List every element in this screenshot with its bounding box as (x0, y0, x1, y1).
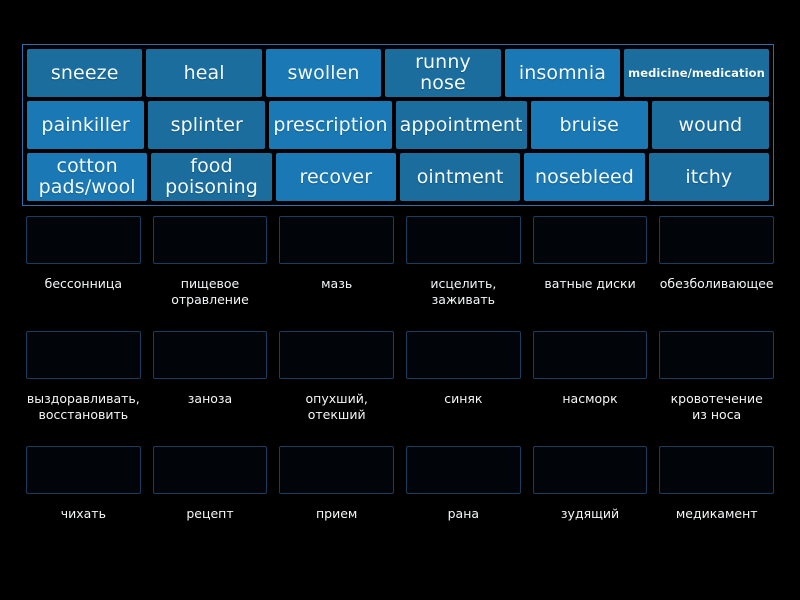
word-tile[interactable]: heal (146, 49, 262, 97)
drop-zone[interactable] (152, 446, 268, 494)
word-tile[interactable]: cotton pads/wool (27, 153, 148, 201)
answer-row: бессонница пищевое отравление мазь исцел… (22, 216, 778, 331)
drop-zone[interactable] (26, 331, 141, 379)
drop-zone[interactable] (659, 216, 775, 264)
answer-label: насморк (562, 391, 618, 406)
drop-zone[interactable] (279, 446, 395, 494)
answer-label: ватные диски (544, 276, 636, 291)
word-tile[interactable]: medicine/medication (624, 49, 769, 97)
word-tile[interactable]: swollen (265, 49, 382, 97)
answer-label: синяк (444, 391, 483, 406)
drop-zone[interactable] (152, 216, 268, 264)
answer-cell: бессонница (22, 216, 145, 331)
answer-cell: медикамент (655, 446, 778, 561)
drop-zone[interactable] (279, 331, 395, 379)
answer-cell: синяк (402, 331, 525, 446)
drop-zone[interactable] (152, 331, 268, 379)
answer-label: пищевое отравление (171, 276, 249, 307)
drop-zone[interactable] (406, 331, 521, 379)
answer-cell: заноза (149, 331, 272, 446)
answer-label: кровотечение из носа (670, 391, 763, 422)
answer-label: чихать (60, 506, 106, 521)
answer-cell: рана (402, 446, 525, 561)
word-tile[interactable]: food poisoning (151, 153, 272, 201)
answer-label: исцелить, заживать (430, 276, 497, 307)
answer-label: рецепт (186, 506, 234, 521)
word-tile[interactable]: painkiller (27, 101, 145, 149)
drop-zone[interactable] (532, 216, 648, 264)
word-tile[interactable]: appointment (395, 101, 527, 149)
answer-cell: ватные диски (529, 216, 652, 331)
word-tile[interactable]: ointment (399, 153, 521, 201)
word-tile[interactable]: prescription (269, 101, 392, 149)
answer-label: зудящий (560, 506, 620, 521)
answer-label: заноза (187, 391, 233, 406)
answer-cell: исцелить, заживать (402, 216, 525, 331)
word-tile[interactable]: wound (651, 101, 770, 149)
answer-label: мазь (321, 276, 353, 291)
answer-row: выздоравливать, восстановить заноза опух… (22, 331, 778, 446)
drop-zone[interactable] (406, 216, 521, 264)
drop-zone[interactable] (26, 216, 141, 264)
drop-zone[interactable] (26, 446, 141, 494)
word-tile[interactable]: insomnia (504, 49, 621, 97)
tile-row: cotton pads/wool food poisoning recover … (27, 153, 769, 201)
answer-cell: кровотечение из носа (655, 331, 778, 446)
drop-zone[interactable] (659, 331, 775, 379)
answer-label: рана (447, 506, 480, 521)
drop-zone[interactable] (532, 446, 648, 494)
word-tile[interactable]: runny nose (385, 49, 501, 97)
answer-cell: чихать (22, 446, 145, 561)
answer-label: медикамент (675, 506, 758, 521)
word-tile-bank: sneeze heal swollen runny nose insomnia … (22, 44, 774, 206)
answer-cell: мазь (275, 216, 398, 331)
answer-label: обезболивающее (659, 276, 774, 291)
tile-row: sneeze heal swollen runny nose insomnia … (27, 49, 769, 97)
answer-cell: прием (275, 446, 398, 561)
word-tile[interactable]: splinter (148, 101, 266, 149)
answer-cell: насморк (529, 331, 652, 446)
answer-grid: бессонница пищевое отравление мазь исцел… (22, 216, 778, 561)
answer-cell: зудящий (529, 446, 652, 561)
answer-cell: обезболивающее (655, 216, 778, 331)
word-tile[interactable]: recover (275, 153, 396, 201)
word-tile[interactable]: sneeze (27, 49, 143, 97)
answer-cell: рецепт (149, 446, 272, 561)
answer-cell: выздоравливать, восстановить (22, 331, 145, 446)
word-tile[interactable]: bruise (530, 101, 648, 149)
tile-row: painkiller splinter prescription appoint… (27, 101, 770, 149)
drop-zone[interactable] (279, 216, 395, 264)
answer-cell: пищевое отравление (149, 216, 272, 331)
word-tile[interactable]: itchy (648, 153, 769, 201)
word-tile[interactable]: nosebleed (524, 153, 645, 201)
answer-label: выздоравливать, восстановить (26, 391, 140, 422)
answer-label: прием (316, 506, 358, 521)
answer-label: бессонница (44, 276, 123, 291)
answer-cell: опухший, отекший (275, 331, 398, 446)
drop-zone[interactable] (532, 331, 648, 379)
drop-zone[interactable] (659, 446, 775, 494)
answer-label: опухший, отекший (305, 391, 368, 422)
drop-zone[interactable] (406, 446, 521, 494)
answer-row: чихать рецепт прием рана зудящий медикам… (22, 446, 778, 561)
